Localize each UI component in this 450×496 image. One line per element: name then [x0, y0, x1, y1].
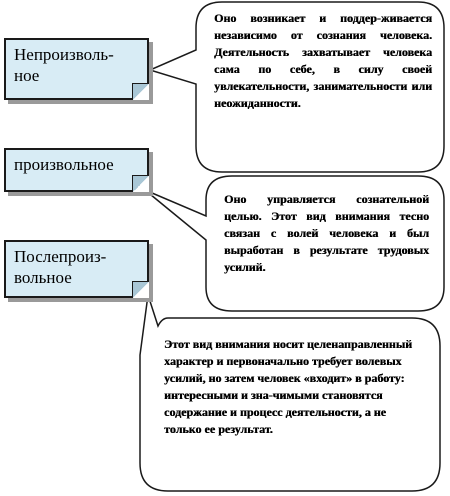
- callout-text-post-voluntary: Этот вид внимания носит целенаправленный…: [164, 337, 412, 436]
- callout-text-voluntary: Оно управляется сознательной целью. Этот…: [224, 192, 429, 274]
- label-involuntary-text: Непроизволь-ное: [14, 45, 114, 85]
- callout-bubble-voluntary: [144, 175, 445, 312]
- callout-bubble-involuntary: [147, 1, 445, 173]
- label-involuntary: Непроизволь-ное: [4, 38, 149, 100]
- page-curl-icon: [132, 83, 149, 100]
- label-post-voluntary-text: Послепроиз-вольное: [14, 247, 107, 287]
- page-curl-icon: [132, 281, 149, 298]
- label-voluntary-text: произвольное: [14, 155, 114, 174]
- callout-bubble-post-voluntary: [139, 294, 441, 492]
- label-post-voluntary: Послепроиз-вольное: [4, 240, 149, 298]
- callout-text-involuntary: Оно возникает и поддер-живается независи…: [214, 11, 432, 110]
- page-curl-icon: [132, 175, 149, 192]
- label-voluntary: произвольное: [4, 148, 149, 192]
